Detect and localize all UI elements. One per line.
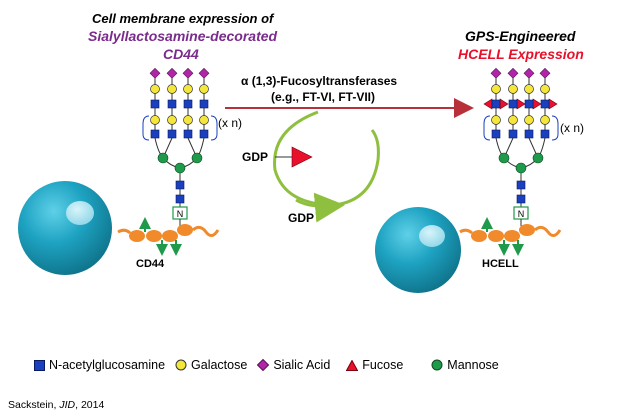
right-cell	[375, 207, 461, 293]
legend: N-acetylglucosamine Galactose Sialic Aci…	[34, 358, 509, 372]
galactose-row-left	[150, 84, 209, 125]
linker-label-right: N	[518, 209, 525, 219]
right-protein	[459, 217, 562, 256]
repeat-bracket-left	[142, 115, 218, 141]
legend-label: Sialic Acid	[273, 358, 331, 372]
citation-journal: JID	[59, 399, 76, 411]
mannose-right	[498, 152, 544, 174]
right-repeat-label: (x n)	[560, 121, 584, 135]
legend-item-glcnac: N-acetylglucosamine	[34, 358, 165, 372]
left-glycan: N	[142, 67, 218, 226]
legend-item-sialic: Sialic Acid	[257, 358, 330, 372]
mannose-circle-icon	[431, 359, 443, 371]
glcnac-row-left	[150, 99, 209, 204]
legend-label: Galactose	[191, 358, 248, 372]
sialic-acid-row-left	[149, 67, 210, 79]
left-protein	[117, 217, 220, 256]
sialic-acid-row-right	[490, 67, 551, 79]
cd44-label: CD44	[136, 258, 165, 270]
galactose-row-right	[491, 84, 550, 125]
sialic-diamond-icon	[257, 359, 270, 371]
enzyme-examples-label: (e.g., FT-VI, FT-VII)	[271, 90, 375, 104]
left-title-line3: CD44	[163, 46, 199, 62]
legend-label: Fucose	[362, 358, 404, 372]
legend-label: N-acetylglucosamine	[49, 358, 166, 372]
fucose-row-right	[483, 98, 558, 110]
right-glycan: N	[483, 67, 559, 226]
glcnac-square-icon	[34, 359, 45, 371]
gdp-fucose-icon	[291, 146, 313, 168]
left-title-line2: Sialyllactosamine-decorated	[88, 28, 278, 44]
left-title-line1: Cell membrane expression of	[92, 11, 274, 26]
glcnac-row-right	[491, 99, 550, 204]
galactose-circle-icon	[175, 359, 187, 371]
legend-item-fucose: Fucose	[346, 358, 403, 372]
cycle-arrow-head	[295, 192, 345, 223]
fucose-triangle-icon	[346, 359, 359, 371]
linker-label-left: N	[177, 209, 184, 219]
gdp-donor-label: GDP	[242, 150, 269, 164]
hcell-label: HCELL	[482, 258, 519, 270]
citation: Sackstein, JID, 2014	[8, 399, 104, 411]
enzyme-label: α (1,3)-Fucosyltransferases	[241, 74, 398, 88]
citation-year: , 2014	[75, 399, 105, 411]
legend-item-galactose: Galactose	[175, 358, 247, 372]
right-title-line1: GPS-Engineered	[465, 28, 576, 44]
mannose-left	[157, 152, 203, 174]
repeat-bracket-right	[483, 115, 559, 141]
left-repeat-label: (x n)	[218, 116, 242, 130]
cycle-arrow-body	[273, 110, 380, 207]
legend-label: Mannose	[447, 358, 499, 372]
left-cell	[18, 181, 112, 275]
gdp-product-label: GDP	[288, 211, 315, 225]
legend-item-mannose: Mannose	[431, 358, 499, 372]
right-title-line2: HCELL Expression	[458, 46, 584, 62]
citation-author: Sackstein,	[8, 399, 60, 411]
